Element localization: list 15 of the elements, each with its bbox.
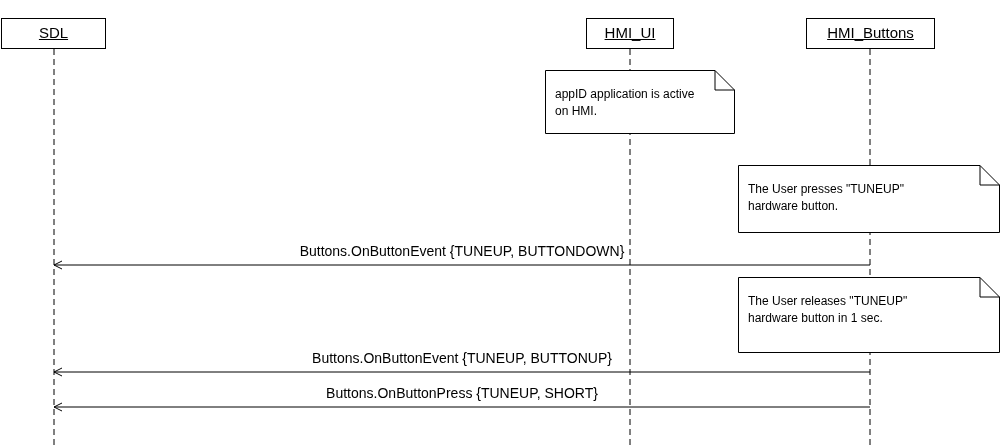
message-arrow <box>53 260 871 270</box>
edge-label: Buttons.OnButtonEvent {TUNEUP, BUTTONDOWN} <box>297 243 627 260</box>
note <box>545 70 735 134</box>
participant-box: HMI_Buttons <box>806 18 935 49</box>
participant-box: HMI_UI <box>586 18 674 49</box>
message-arrow <box>53 367 871 377</box>
participant-box: SDL <box>1 18 106 49</box>
note-text: The User presses "TUNEUP" hardware button. <box>748 181 905 215</box>
note-text: appID application is active on HMI. <box>555 86 696 120</box>
note-text: The User releases "TUNEUP" hardware button in 1 sec. <box>748 293 909 327</box>
note <box>738 165 1000 233</box>
edge-label: Buttons.OnButtonEvent {TUNEUP, BUTTONUP} <box>310 350 614 367</box>
note <box>738 277 1000 353</box>
message-arrow <box>53 402 871 412</box>
edge-label: Buttons.OnButtonPress {TUNEUP, SHORT} <box>324 385 600 402</box>
